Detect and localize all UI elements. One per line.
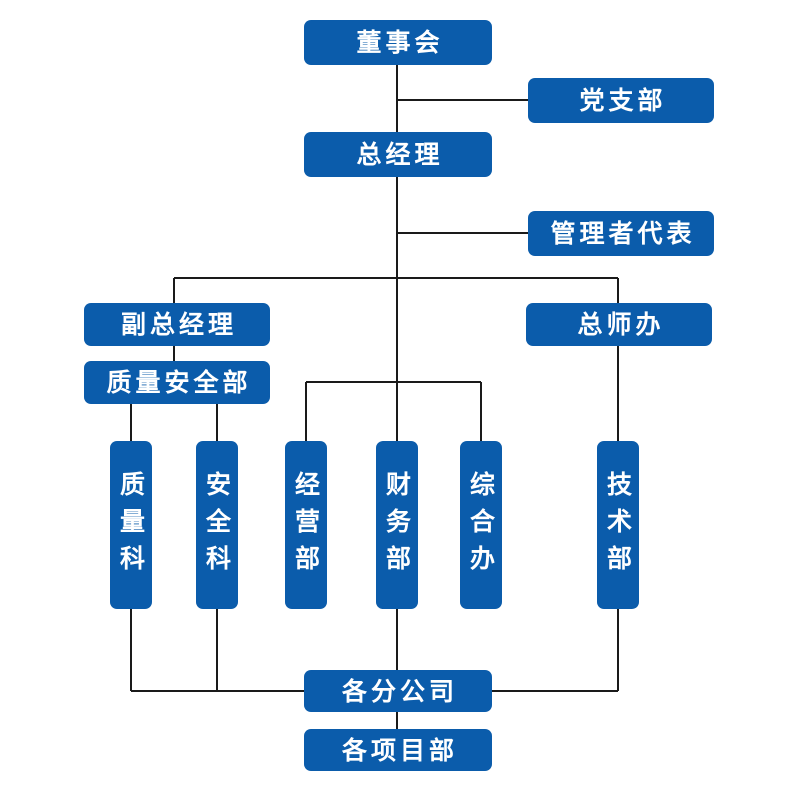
node-safety-section[interactable]: 安全科 bbox=[196, 441, 238, 609]
node-quality-section-label: 质量科 bbox=[116, 470, 146, 582]
node-general-manager[interactable]: 总经理 bbox=[304, 132, 492, 177]
node-safety-section-label: 安全科 bbox=[202, 470, 232, 582]
node-general-office-label: 综合办 bbox=[466, 470, 496, 582]
node-technology-dept-label: 技术部 bbox=[603, 470, 633, 582]
node-quality-section[interactable]: 质量科 bbox=[110, 441, 152, 609]
node-deputy-general-manager[interactable]: 副总经理 bbox=[84, 303, 270, 346]
node-operations-dept[interactable]: 经营部 bbox=[285, 441, 327, 609]
node-finance-dept[interactable]: 财务部 bbox=[376, 441, 418, 609]
node-party-branch[interactable]: 党支部 bbox=[528, 78, 714, 123]
node-project-departments[interactable]: 各项目部 bbox=[304, 729, 492, 771]
node-deputy-general-manager-label: 副总经理 bbox=[120, 310, 237, 339]
node-general-office[interactable]: 综合办 bbox=[460, 441, 502, 609]
node-party-branch-label: 党支部 bbox=[579, 86, 667, 115]
node-chief-engineer-office-label: 总师办 bbox=[577, 310, 665, 339]
node-general-manager-label: 总经理 bbox=[356, 140, 444, 169]
node-board-label: 董事会 bbox=[356, 28, 444, 57]
node-branch-companies-label: 各分公司 bbox=[341, 676, 458, 706]
node-management-rep[interactable]: 管理者代表 bbox=[528, 211, 714, 256]
node-technology-dept[interactable]: 技术部 bbox=[597, 441, 639, 609]
node-branch-companies[interactable]: 各分公司 bbox=[304, 670, 492, 712]
node-finance-dept-label: 财务部 bbox=[382, 470, 412, 582]
node-chief-engineer-office[interactable]: 总师办 bbox=[526, 303, 712, 346]
node-management-rep-label: 管理者代表 bbox=[550, 219, 696, 248]
node-project-departments-label: 各项目部 bbox=[341, 735, 458, 765]
node-quality-safety-dept[interactable]: 质量安全部 bbox=[84, 361, 270, 404]
node-board[interactable]: 董事会 bbox=[304, 20, 492, 65]
node-operations-dept-label: 经营部 bbox=[291, 470, 321, 582]
node-quality-safety-dept-label: 质量安全部 bbox=[106, 368, 252, 397]
